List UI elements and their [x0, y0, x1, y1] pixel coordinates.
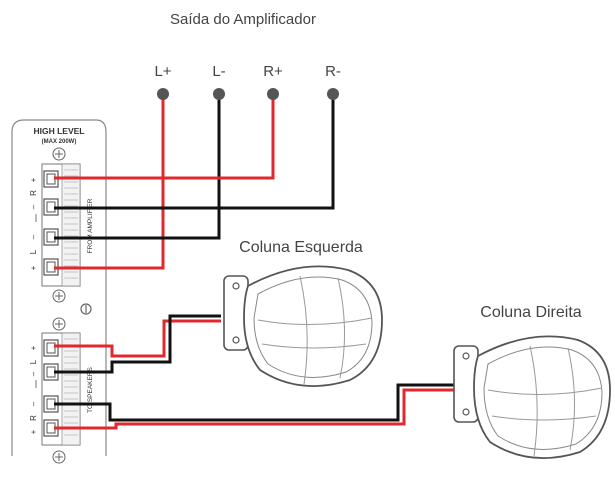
- pin-label: +: [29, 177, 38, 182]
- wire-r-plus: [54, 94, 275, 180]
- wire-l-minus: [54, 94, 221, 240]
- pin-label: –: [29, 234, 38, 239]
- left-speaker-image: [223, 265, 383, 387]
- terminal-dot-r-plus: [267, 88, 279, 100]
- terminal-label-r-plus: R+: [263, 63, 283, 80]
- pin-label: +: [29, 265, 38, 270]
- ground-icon: [80, 303, 92, 315]
- pin-label: L: [29, 359, 38, 364]
- left-speaker-label: Coluna Esquerda: [239, 239, 363, 256]
- terminal-label-r-minus: R-: [325, 63, 341, 80]
- pin-label: R: [29, 190, 38, 196]
- wire-l-plus: [54, 94, 165, 270]
- screw-icon: [52, 317, 66, 331]
- terminal-label-l-plus: L+: [154, 63, 171, 80]
- screw-icon: [52, 147, 66, 161]
- panel-subheader: (MAX 200W): [42, 139, 77, 145]
- pin-label: +: [29, 345, 38, 350]
- pin-label: –: [29, 401, 38, 406]
- terminal-label-l-minus: L-: [212, 63, 225, 80]
- wire-r-minus: [54, 94, 335, 210]
- input-terminal-block: FROM AMPLIFIER: [41, 163, 94, 287]
- output-terminal-block: TO SPEAKERS: [41, 332, 94, 446]
- screw-icon: [52, 289, 66, 303]
- terminal-dot-r-minus: [327, 88, 339, 100]
- right-speaker-label: Coluna Direita: [480, 304, 581, 321]
- wire-left-speaker-positive: [54, 319, 221, 358]
- amplifier-output-title: Saída do Amplificador: [170, 11, 316, 28]
- input-group-label: FROM AMPLIFIER: [87, 198, 94, 253]
- screw-icon: [52, 450, 66, 464]
- wire-right-speaker-negative: [54, 383, 454, 422]
- terminal-dot-l-plus: [157, 88, 169, 100]
- pin-label: –: [29, 204, 38, 209]
- output-group-label: TO SPEAKERS: [87, 366, 94, 412]
- terminal-dot-l-minus: [213, 88, 225, 100]
- pin-label: +: [29, 429, 38, 434]
- wire-left-speaker-negative: [54, 314, 221, 374]
- wire-right-speaker-positive: [54, 388, 454, 430]
- panel-header: HIGH LEVEL: [33, 126, 84, 136]
- right-speaker-image: [453, 335, 611, 459]
- pin-label: –: [29, 371, 38, 376]
- pin-label: L: [29, 249, 38, 254]
- pin-label: R: [29, 415, 38, 421]
- high-level-input-panel: HIGH LEVEL (MAX 200W): [11, 119, 107, 464]
